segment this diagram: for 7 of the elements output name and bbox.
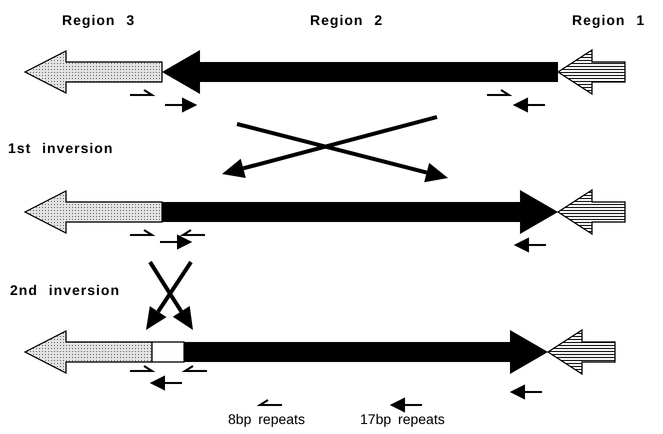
- region-label: Region 3: [62, 12, 136, 28]
- legend-label: 17bp repeats: [360, 411, 445, 427]
- region-label: Region 2: [310, 12, 384, 28]
- region-label: Region 1: [572, 12, 646, 28]
- legend-label: 8bp repeats: [228, 411, 305, 427]
- step-label: 2nd inversion: [10, 282, 120, 298]
- step-label: 1st inversion: [8, 140, 114, 156]
